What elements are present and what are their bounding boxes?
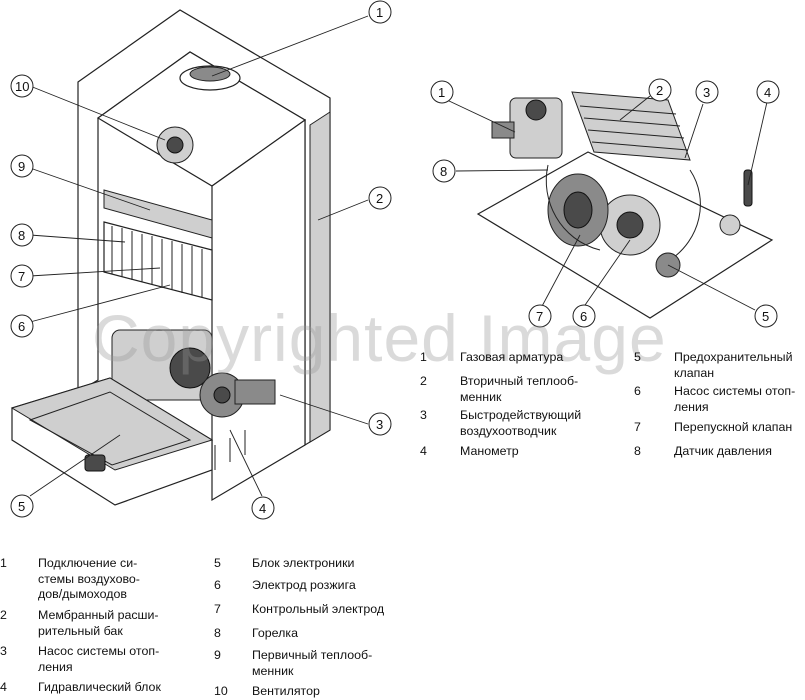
legend-number: 8 [634, 444, 641, 458]
legend-number: 3 [0, 644, 7, 658]
left-callout-9: 9 [10, 154, 34, 178]
left-callout-8: 8 [10, 223, 34, 247]
legend-text: Перепускной клапан [674, 420, 793, 434]
svg-text:5: 5 [18, 499, 25, 514]
legend-number: 3 [420, 408, 427, 422]
svg-text:10: 10 [15, 79, 29, 94]
bottom-legend-item: 6 Электрод розжига [214, 578, 356, 594]
legend-number: 6 [214, 578, 221, 592]
right-callout-8: 8 [432, 159, 456, 183]
boiler-diagram: 1 2 3 4 5 6 7 8 9 10 [10, 0, 780, 520]
right-callout-4: 4 [756, 80, 780, 104]
bottom-legend-item: 3 Насос системы отоп- ления [0, 644, 159, 675]
legend-text: Вентилятор [252, 684, 320, 698]
legend-text: Подключение си- стемы воздухово- дов/дым… [38, 556, 140, 601]
legend-number: 7 [214, 602, 221, 616]
legend-number: 2 [420, 374, 427, 388]
legend-number: 9 [214, 648, 221, 662]
right-legend-item: 5 Предохранительный клапан [634, 350, 793, 381]
burner-fins [103, 221, 213, 301]
bottom-legend-item: 4 Гидравлический блок [0, 680, 161, 696]
right-hydraulic-drawing [476, 91, 774, 319]
legend-number: 6 [634, 384, 641, 398]
legend-text: Первичный теплооб- менник [252, 648, 373, 678]
svg-text:4: 4 [259, 501, 266, 516]
legend-text: Насос системы отоп- ления [674, 384, 796, 414]
right-callout-6: 6 [572, 304, 596, 328]
left-callout-10: 10 [10, 74, 34, 98]
legend-number: 7 [634, 420, 641, 434]
bottom-legend-item: 2 Мембранный расши- рительный бак [0, 608, 159, 639]
bottom-legend-item: 8 Горелка [214, 626, 298, 642]
right-legend: 1 Газовая арматура 2 Вторичный теплооб- … [420, 350, 805, 460]
legend-number: 1 [420, 350, 427, 364]
bottom-legend-item: 5 Блок электроники [214, 556, 354, 572]
legend-number: 4 [420, 444, 427, 458]
bottom-legend-item: 7 Контрольный электрод [214, 602, 384, 618]
right-legend-item: 1 Газовая арматура [420, 350, 563, 366]
right-legend-item: 3 Быстродействующий воздухоотводчик [420, 408, 581, 439]
left-callout-6: 6 [10, 314, 34, 338]
bottom-legend: 1 Подключение си- стемы воздухово- дов/д… [0, 556, 420, 700]
legend-number: 8 [214, 626, 221, 640]
legend-text: Вторичный теплооб- менник [460, 374, 579, 404]
svg-text:7: 7 [18, 269, 25, 284]
right-callouts: 1 2 3 4 5 6 7 8 [430, 78, 780, 328]
left-callout-7: 7 [10, 264, 34, 288]
svg-text:4: 4 [764, 85, 771, 100]
svg-text:5: 5 [762, 309, 769, 324]
legend-number: 4 [0, 680, 7, 694]
bottom-legend-item: 10 Вентилятор [214, 684, 320, 700]
left-boiler-drawing [10, 9, 331, 506]
legend-text: Мембранный расши- рительный бак [38, 608, 159, 638]
legend-number: 10 [214, 684, 228, 698]
svg-text:8: 8 [18, 228, 25, 243]
svg-text:3: 3 [703, 85, 710, 100]
left-callout-5: 5 [10, 494, 34, 518]
svg-text:6: 6 [18, 319, 25, 334]
legend-text: Блок электроники [252, 556, 355, 570]
right-legend-item: 6 Насос системы отоп- ления [634, 384, 795, 415]
bottom-legend-item: 9 Первичный теплооб- менник [214, 648, 372, 679]
svg-text:1: 1 [376, 5, 383, 20]
right-legend-item: 7 Перепускной клапан [634, 420, 792, 436]
legend-number: 2 [0, 608, 7, 622]
svg-text:2: 2 [376, 191, 383, 206]
legend-text: Предохранительный клапан [674, 350, 793, 380]
left-callout-3: 3 [368, 412, 392, 436]
left-callout-2: 2 [368, 186, 392, 210]
svg-text:3: 3 [376, 417, 383, 432]
legend-text: Насос системы отоп- ления [38, 644, 160, 674]
right-legend-item: 4 Манометр [420, 444, 519, 460]
svg-text:8: 8 [440, 164, 447, 179]
right-callout-5: 5 [754, 304, 778, 328]
right-callout-1: 1 [430, 80, 454, 104]
left-callout-1: 1 [368, 0, 392, 24]
legend-text: Быстродействующий воздухоотводчик [460, 408, 582, 438]
left-callouts: 1 2 3 4 5 6 7 8 9 10 [10, 0, 392, 520]
legend-text: Газовая арматура [460, 350, 564, 364]
legend-number: 5 [214, 556, 221, 570]
right-callout-3: 3 [695, 80, 719, 104]
legend-text: Датчик давления [674, 444, 772, 458]
svg-text:2: 2 [656, 83, 663, 98]
svg-text:6: 6 [580, 309, 587, 324]
right-legend-item: 2 Вторичный теплооб- менник [420, 374, 578, 405]
legend-number: 1 [0, 556, 7, 570]
legend-text: Манометр [460, 444, 519, 458]
right-legend-item: 8 Датчик давления [634, 444, 772, 460]
svg-text:9: 9 [18, 159, 25, 174]
legend-text: Гидравлический блок [38, 680, 161, 694]
right-callout-7: 7 [528, 304, 552, 328]
svg-text:7: 7 [536, 309, 543, 324]
legend-text: Электрод розжига [252, 578, 356, 592]
legend-text: Горелка [252, 626, 298, 640]
legend-text: Контрольный электрод [252, 602, 385, 616]
right-callout-2: 2 [648, 78, 672, 102]
svg-text:1: 1 [438, 85, 445, 100]
watermark: Copyrighted Image [92, 301, 667, 375]
left-callout-4: 4 [251, 496, 275, 520]
bottom-legend-item: 1 Подключение си- стемы воздухово- дов/д… [0, 556, 140, 603]
legend-number: 5 [634, 350, 641, 364]
